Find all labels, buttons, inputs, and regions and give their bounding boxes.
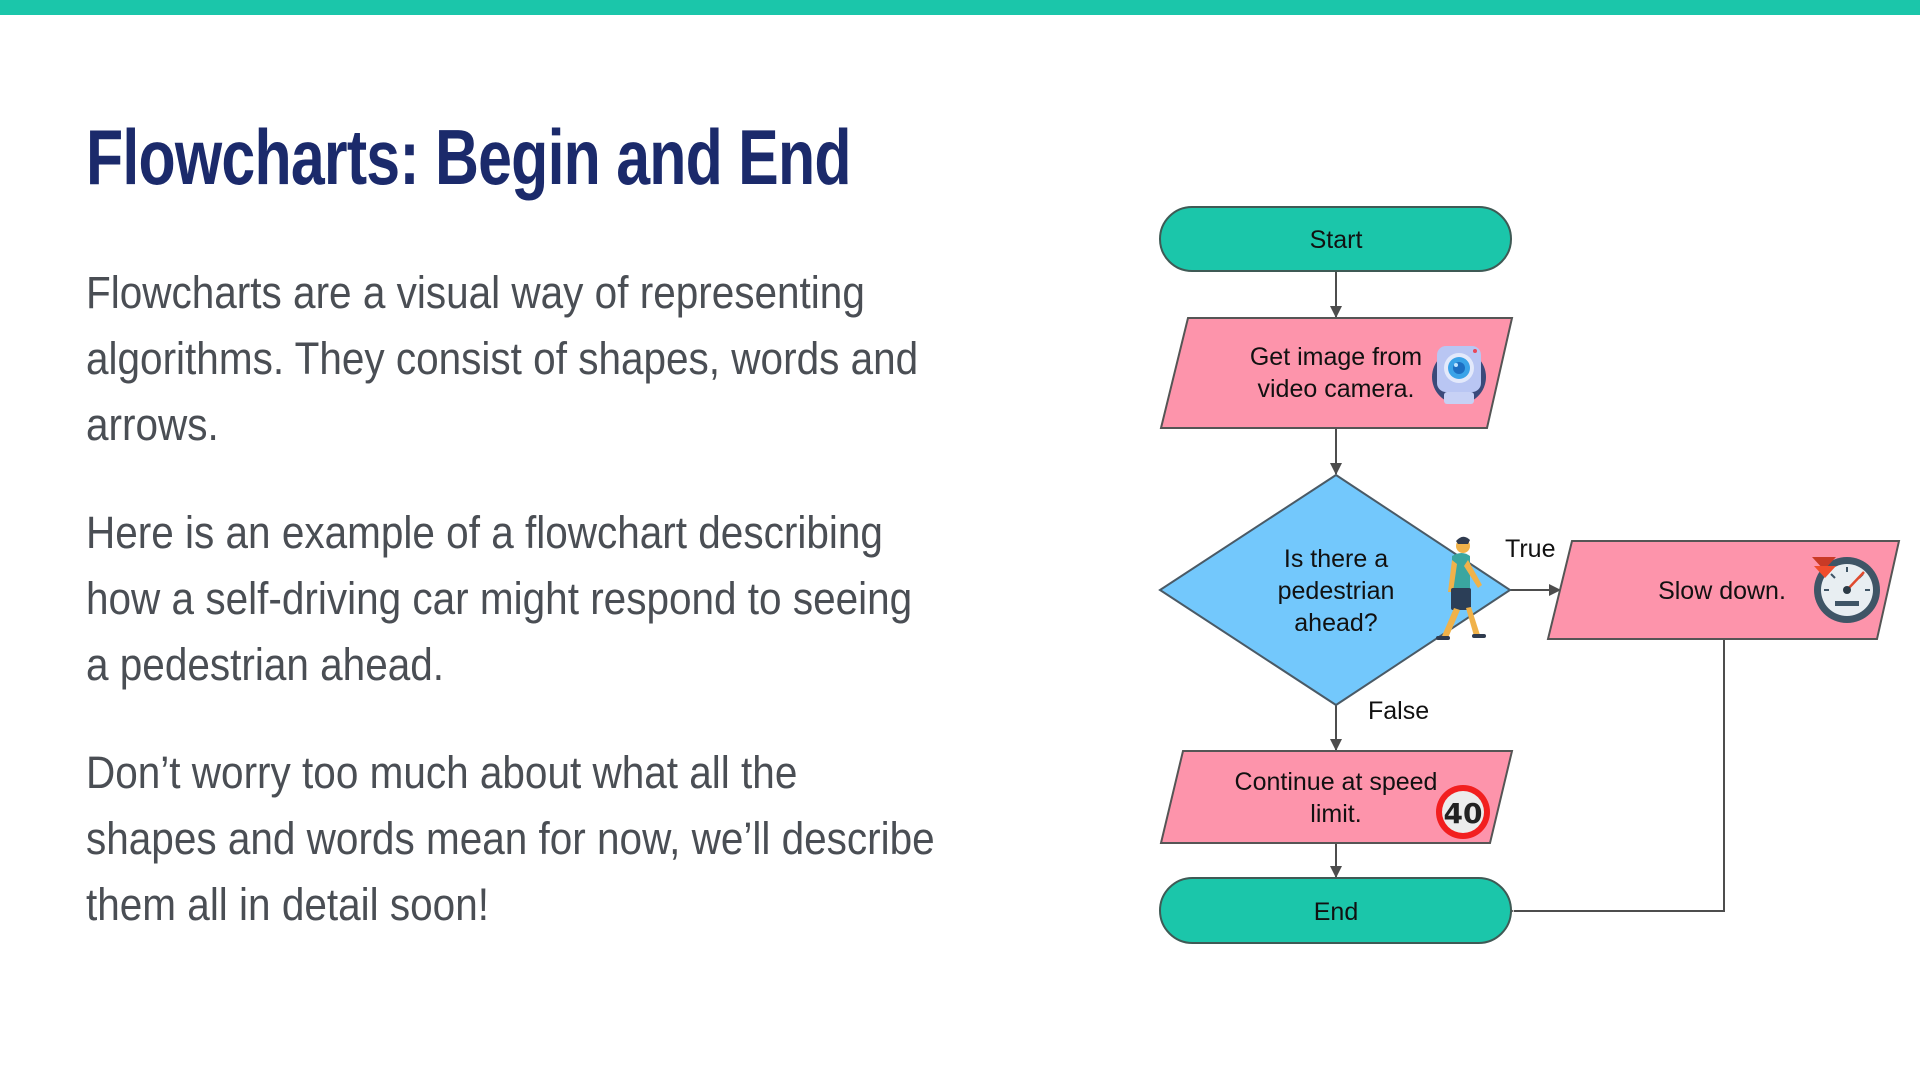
node-continue-line2: limit. [1310,800,1361,828]
edge-slow-down-to-end [1502,639,1725,918]
text-line: them all in detail soon! [86,879,489,930]
text-line: Don’t worry too much about what all the [86,747,798,798]
text-line: shapes and words mean for now, we’ll des… [86,813,935,864]
text-line: a pedestrian ahead. [86,639,445,690]
speed-limit-sign-icon: 40 [1436,785,1490,839]
slide-body: Flowcharts are a visual way of represent… [86,260,1040,980]
paragraph-example: Here is an example of a flowchart descri… [86,500,1040,698]
text-line: arrows. [86,399,219,450]
node-decision-line3: ahead? [1294,609,1377,637]
node-slow-down: Slow down. [1546,540,1901,640]
flow-edges [1330,271,1725,918]
node-decision-line1: Is there a [1284,545,1388,573]
pedestrian-walking-icon [1436,536,1486,640]
edge-label-false: False [1368,697,1429,725]
node-end: End [1159,877,1512,944]
speed-limit-value: 40 [1444,797,1483,830]
node-get-image: Get image from video camera. [1159,317,1514,429]
speedometer-icon [1812,557,1880,623]
edge-label-true: True [1505,535,1555,563]
node-decision: Is there a pedestrian ahead? [1158,473,1512,707]
text-line: Flowcharts are a visual way of represent… [86,267,865,318]
node-get-image-line2: video camera. [1257,375,1414,403]
node-start: Start [1159,206,1512,272]
slide-title: Flowcharts: Begin and End [86,113,851,201]
text-line: how a self-driving car might respond to … [86,573,913,624]
node-decision-line2: pedestrian [1278,577,1395,605]
paragraph-reassurance: Don’t worry too much about what all the … [86,740,1040,938]
node-slow-down-label: Slow down. [1658,577,1786,605]
text-line: Here is an example of a flowchart descri… [86,507,883,558]
node-continue: Continue at speed limit. 40 [1159,750,1514,844]
paragraph-intro: Flowcharts are a visual way of represent… [86,260,1040,458]
node-start-label: Start [1310,226,1363,254]
node-get-image-line1: Get image from [1250,343,1422,371]
node-end-label: End [1314,898,1358,926]
node-continue-line1: Continue at speed [1235,768,1438,796]
webcam-icon [1432,346,1486,404]
text-line: algorithms. They consist of shapes, word… [86,333,919,384]
accent-top-bar [0,0,1920,15]
